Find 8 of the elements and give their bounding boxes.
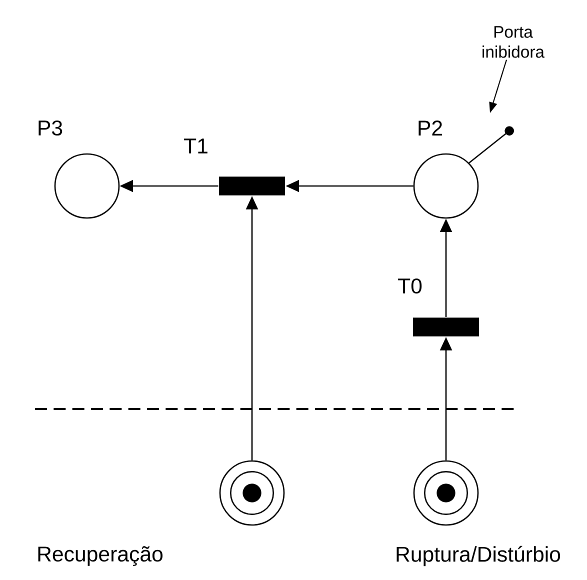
node-label: P2 — [418, 120, 442, 136]
node-label: T0 — [398, 278, 422, 294]
inhibitor-arc — [468, 126, 514, 164]
node-label: Ruptura/Distúrbio — [396, 546, 560, 566]
node-label: P3 — [38, 120, 62, 136]
node-label: T1 — [184, 138, 208, 154]
annotation-text: Porta inibidora — [482, 26, 544, 58]
node-label: Recuperação — [38, 546, 163, 566]
